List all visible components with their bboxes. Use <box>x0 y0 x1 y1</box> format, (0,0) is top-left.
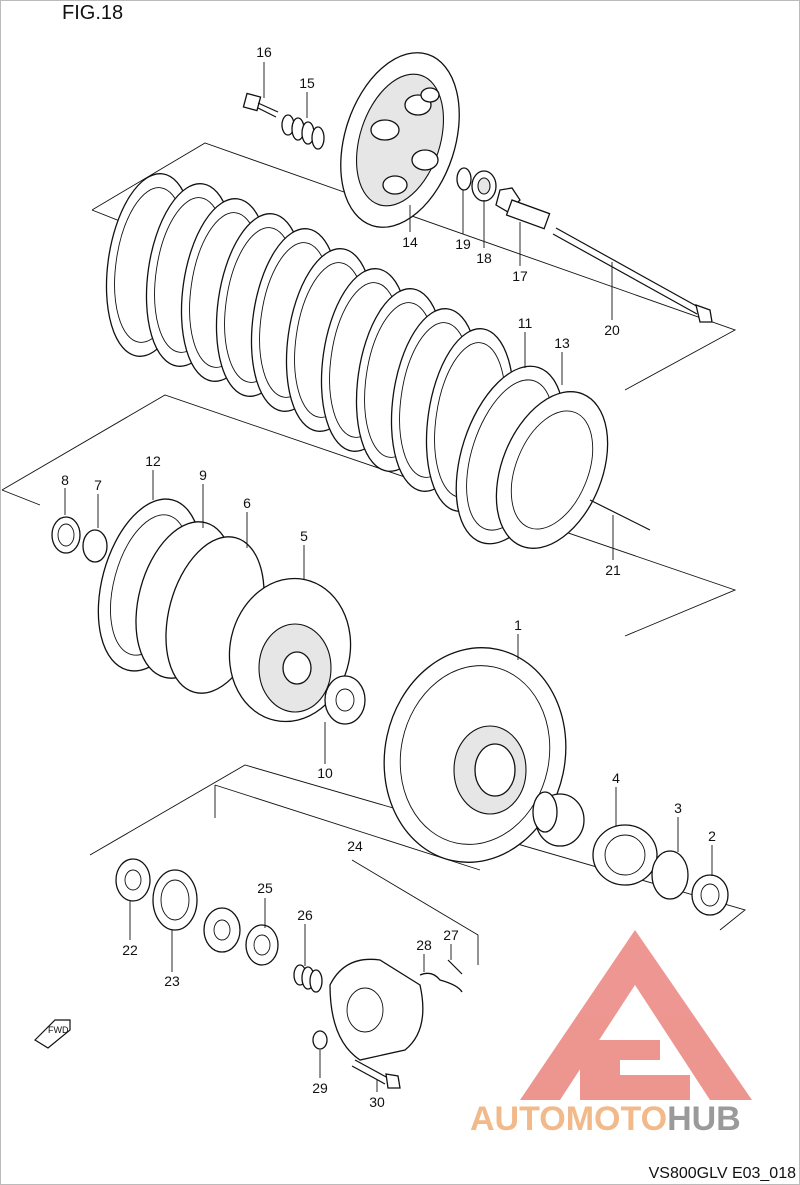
callout-14: 14 <box>402 234 418 250</box>
callout-10: 10 <box>317 765 333 781</box>
washer-3 <box>651 850 689 900</box>
callout-27: 27 <box>443 927 459 943</box>
washer-2 <box>691 874 729 916</box>
callout-3: 3 <box>674 800 682 816</box>
callout-30: 30 <box>369 1094 385 1110</box>
release-cylinder <box>329 958 424 1061</box>
fwd-arrow: FWD <box>34 1019 71 1049</box>
figure-code: VS800GLV E03_018 <box>648 1165 796 1182</box>
needle-bearing-4 <box>592 824 658 886</box>
callout-29: 29 <box>312 1080 328 1096</box>
watermark-logo <box>520 930 752 1100</box>
bolt-30 <box>351 1059 401 1089</box>
callout-5: 5 <box>300 528 308 544</box>
pressure-plate <box>340 52 460 228</box>
callout-20: 20 <box>604 322 620 338</box>
plate-13 <box>495 391 609 549</box>
bearing-23 <box>152 869 198 931</box>
callout-15: 15 <box>299 75 315 91</box>
pin-21 <box>589 499 651 531</box>
callout-4: 4 <box>612 770 620 786</box>
pushrod-piece-17 <box>495 187 551 230</box>
callout-18: 18 <box>476 250 492 266</box>
callouts: 16 15 14 19 18 17 20 11 13 21 8 7 12 9 6… <box>61 44 716 1110</box>
callout-1: 1 <box>514 617 522 633</box>
leader-lines <box>64 62 713 1092</box>
callout-12: 12 <box>145 453 161 469</box>
bleeder-27 <box>447 959 463 975</box>
hub-5 <box>228 577 352 723</box>
clutch-plates-stack <box>105 173 515 512</box>
bearing-18 <box>471 170 497 202</box>
callout-19: 19 <box>455 236 471 252</box>
callout-9: 9 <box>199 467 207 483</box>
brand-text-1: AUTOMOTO <box>470 1100 668 1138</box>
callout-6: 6 <box>243 495 251 511</box>
callout-28: 28 <box>416 937 432 953</box>
washer-28 <box>419 972 463 993</box>
pin-29 <box>312 1030 328 1050</box>
callout-11: 11 <box>518 315 533 331</box>
seal-22 <box>115 858 151 902</box>
callout-13: 13 <box>554 335 570 351</box>
washer-19 <box>456 167 472 191</box>
piece-25a <box>203 907 241 953</box>
pushrod-20 <box>552 227 713 323</box>
callout-26: 26 <box>297 907 313 923</box>
callout-7: 7 <box>94 477 102 493</box>
spring-26 <box>293 964 323 993</box>
callout-25: 25 <box>257 880 273 896</box>
callout-16: 16 <box>256 44 272 60</box>
washer-7 <box>82 529 108 563</box>
callout-17: 17 <box>512 268 528 284</box>
callout-2: 2 <box>708 828 716 844</box>
outer-housing-1 <box>383 647 567 863</box>
sleeve-hub <box>532 791 585 847</box>
callout-23: 23 <box>164 973 180 989</box>
spring-15 <box>281 114 325 150</box>
figure-title: FIG.18 <box>62 2 124 24</box>
washer-10 <box>324 675 366 725</box>
watermark-brand: AUTOMOTOHUB <box>470 1100 741 1139</box>
callout-8: 8 <box>61 472 69 488</box>
callout-21: 21 <box>605 562 621 578</box>
callout-22: 22 <box>122 942 138 958</box>
brand-text-2: HUB <box>667 1100 741 1138</box>
svg-text:FWD: FWD <box>48 1025 69 1035</box>
callout-24: 24 <box>347 838 363 854</box>
seal-25 <box>245 924 279 966</box>
seal-8 <box>51 516 81 554</box>
bolt-16 <box>242 92 279 118</box>
